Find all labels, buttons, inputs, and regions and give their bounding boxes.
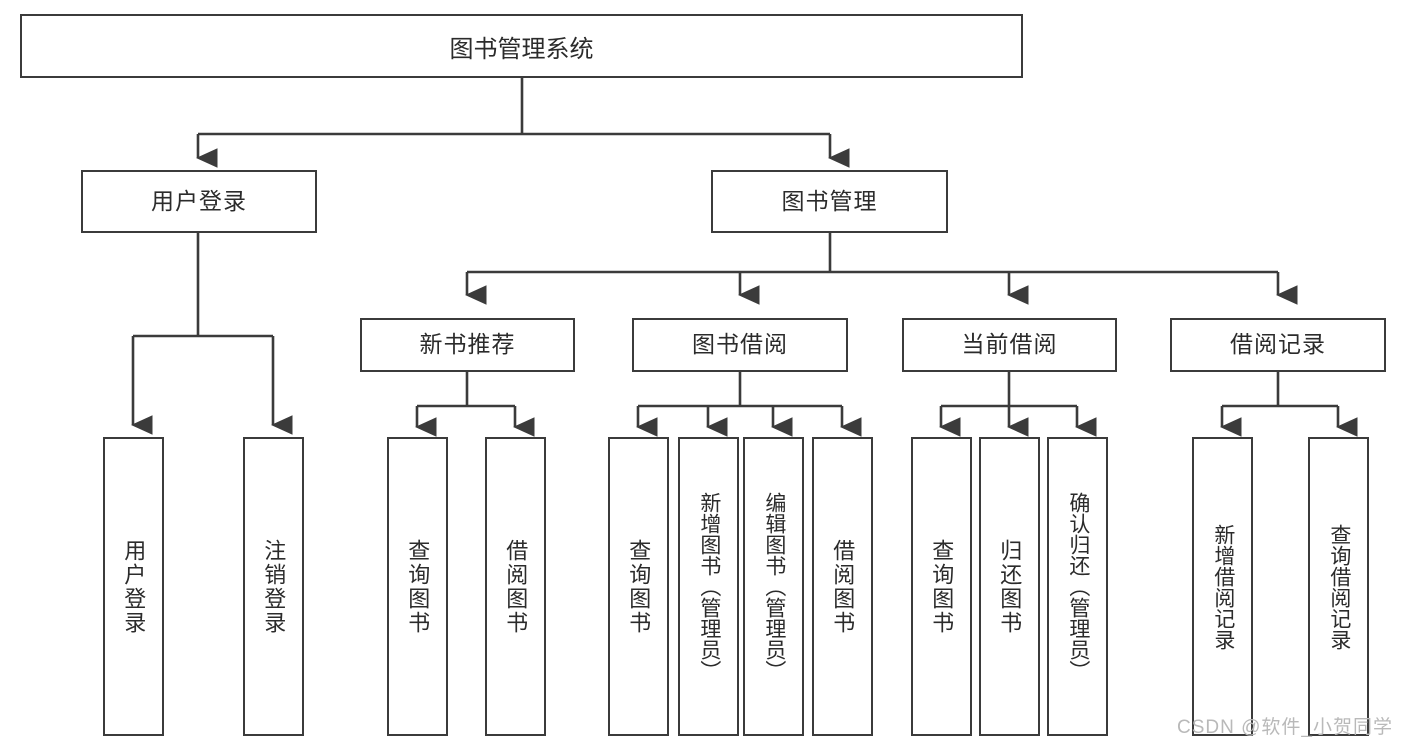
node-label: 图书管理系统 <box>449 35 594 63</box>
node-borrow-record[interactable]: 借阅记录 <box>1170 318 1386 372</box>
leaf-label: 借阅图书 <box>503 538 529 635</box>
leaf-label: 新增借阅记录 <box>1211 523 1235 650</box>
leaf-label: 用户登录 <box>121 538 147 635</box>
node-label: 借阅记录 <box>1230 331 1326 358</box>
leaf-record-query-record[interactable]: 查询借阅记录 <box>1308 437 1369 736</box>
leaf-label: 归还图书 <box>997 538 1023 635</box>
leaf-borrow-borrow-book[interactable]: 借阅图书 <box>812 437 873 736</box>
leaf-current-return-book[interactable]: 归还图书 <box>979 437 1040 736</box>
leaf-record-add-record[interactable]: 新增借阅记录 <box>1192 437 1253 736</box>
leaf-label: 新增图书（管理员） <box>697 492 721 681</box>
node-book-borrow[interactable]: 图书借阅 <box>632 318 848 372</box>
leaf-borrow-query-book[interactable]: 查询图书 <box>608 437 669 736</box>
node-root-system[interactable]: 图书管理系统 <box>20 14 1023 78</box>
leaf-current-confirm-return-admin[interactable]: 确认归还（管理员） <box>1047 437 1108 736</box>
leaf-user-login-logout[interactable]: 注销登录 <box>243 437 304 736</box>
leaf-label: 查询图书 <box>929 538 955 635</box>
node-user-login[interactable]: 用户登录 <box>81 170 317 233</box>
node-label: 图书管理 <box>781 187 878 214</box>
leaf-label: 借阅图书 <box>830 538 856 635</box>
leaf-label: 查询图书 <box>626 538 652 635</box>
node-current-borrow[interactable]: 当前借阅 <box>902 318 1117 372</box>
node-label: 新书推荐 <box>419 331 516 358</box>
leaf-label: 注销登录 <box>261 538 287 635</box>
leaf-recommend-query-book[interactable]: 查询图书 <box>387 437 448 736</box>
leaf-label: 确认归还（管理员） <box>1066 492 1090 681</box>
node-label: 当前借阅 <box>961 331 1058 358</box>
node-book-management[interactable]: 图书管理 <box>711 170 948 233</box>
leaf-current-query-book[interactable]: 查询图书 <box>911 437 972 736</box>
leaf-user-login-login[interactable]: 用户登录 <box>103 437 164 736</box>
leaf-recommend-borrow-book[interactable]: 借阅图书 <box>485 437 546 736</box>
leaf-borrow-edit-book-admin[interactable]: 编辑图书（管理员） <box>743 437 804 736</box>
node-new-book-recommend[interactable]: 新书推荐 <box>360 318 575 372</box>
node-label: 图书借阅 <box>692 331 788 358</box>
csdn-watermark: CSDN @软件_小贺同学 <box>1177 717 1393 738</box>
leaf-label: 编辑图书（管理员） <box>762 492 786 681</box>
leaf-borrow-add-book-admin[interactable]: 新增图书（管理员） <box>678 437 739 736</box>
leaf-label: 查询图书 <box>405 538 431 635</box>
leaf-label: 查询借阅记录 <box>1327 523 1351 650</box>
node-label: 用户登录 <box>151 187 247 214</box>
